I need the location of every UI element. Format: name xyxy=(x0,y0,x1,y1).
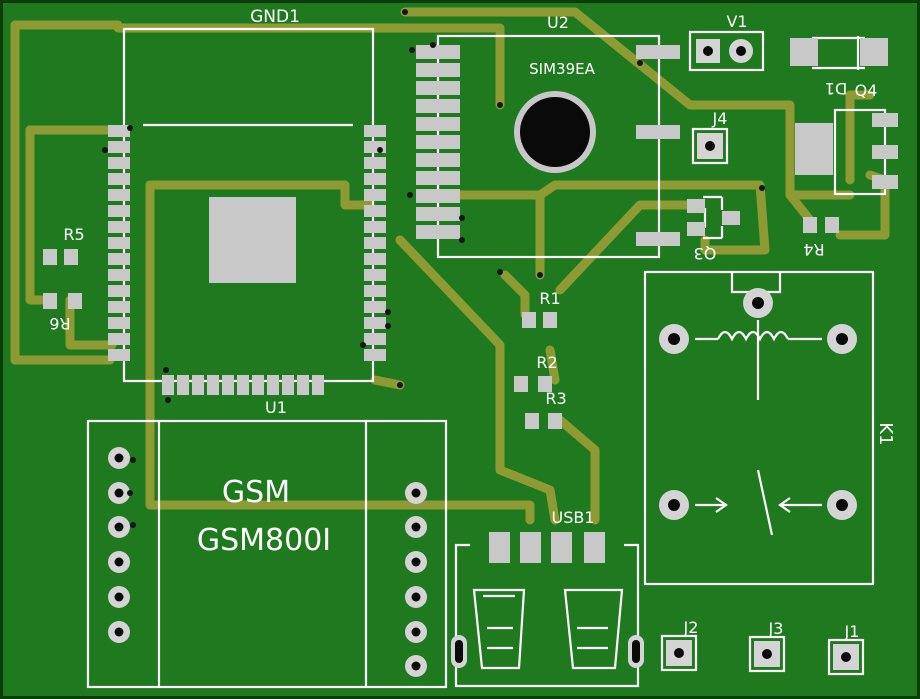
u2-left-pads xyxy=(416,45,460,239)
gnd1-center-pad xyxy=(209,197,296,283)
usb1-label: USB1 xyxy=(551,508,594,527)
d1-diode xyxy=(790,36,888,70)
vias xyxy=(102,9,765,528)
gnd1-left-pads xyxy=(108,125,130,361)
gsm-part-label: GSM800I xyxy=(197,523,331,558)
u2-antenna-hole xyxy=(520,97,590,167)
r5-label: R5 xyxy=(63,225,84,244)
j3-outline xyxy=(748,635,786,673)
r3-pad1 xyxy=(525,413,539,429)
u1-left-pins xyxy=(108,447,130,643)
k1-switch-symbol xyxy=(695,469,822,536)
v1-outline xyxy=(688,30,765,72)
r4-label: R4 xyxy=(803,240,824,259)
j1-outline xyxy=(827,638,865,676)
gnd1-label: GND1 xyxy=(250,7,300,27)
r4-pad1 xyxy=(803,217,817,233)
r5-pad2 xyxy=(64,249,78,265)
k1-label: K1 xyxy=(875,422,896,445)
q3-transistor xyxy=(687,195,740,240)
usb1-connector xyxy=(451,532,644,688)
q4-tab xyxy=(795,123,833,175)
u1-outline xyxy=(86,419,448,689)
j4-label: J4 xyxy=(712,109,728,128)
u2-part-label: SIM39EA xyxy=(529,60,595,78)
u2-right-pads xyxy=(636,45,680,246)
u2-label: U2 xyxy=(547,13,569,32)
u1-label: U1 xyxy=(265,398,287,417)
j4-outline xyxy=(691,127,729,165)
r2-pad2 xyxy=(538,376,552,392)
r3-label: R3 xyxy=(545,389,566,408)
r3-pad2 xyxy=(548,413,562,429)
r1-label: R1 xyxy=(539,289,560,308)
r2-label: R2 xyxy=(536,353,557,372)
k1-coil-symbol xyxy=(695,320,822,400)
r2-pad1 xyxy=(514,376,528,392)
k1-outline xyxy=(643,270,875,586)
r4-pad2 xyxy=(825,217,839,233)
gsm-label: GSM xyxy=(222,475,290,510)
gnd1-right-pads xyxy=(364,125,386,361)
r6-pad2 xyxy=(68,293,82,309)
v1-label: V1 xyxy=(726,12,747,31)
r1-pad2 xyxy=(543,312,557,328)
r6-pad1 xyxy=(43,293,57,309)
r6-label: R6 xyxy=(49,314,70,333)
j1-label: J1 xyxy=(844,622,860,641)
gnd1-bottom-pads xyxy=(162,375,324,395)
q4-label: Q4 xyxy=(855,81,878,100)
d1-label: D1 xyxy=(825,79,848,98)
j2-label: J2 xyxy=(683,618,699,637)
u1-right-pins xyxy=(405,482,427,677)
q3-label: Q3 xyxy=(694,244,717,263)
j3-label: J3 xyxy=(768,619,784,638)
r5-pad1 xyxy=(43,249,57,265)
r1-pad1 xyxy=(522,312,536,328)
j2-outline xyxy=(660,634,698,672)
